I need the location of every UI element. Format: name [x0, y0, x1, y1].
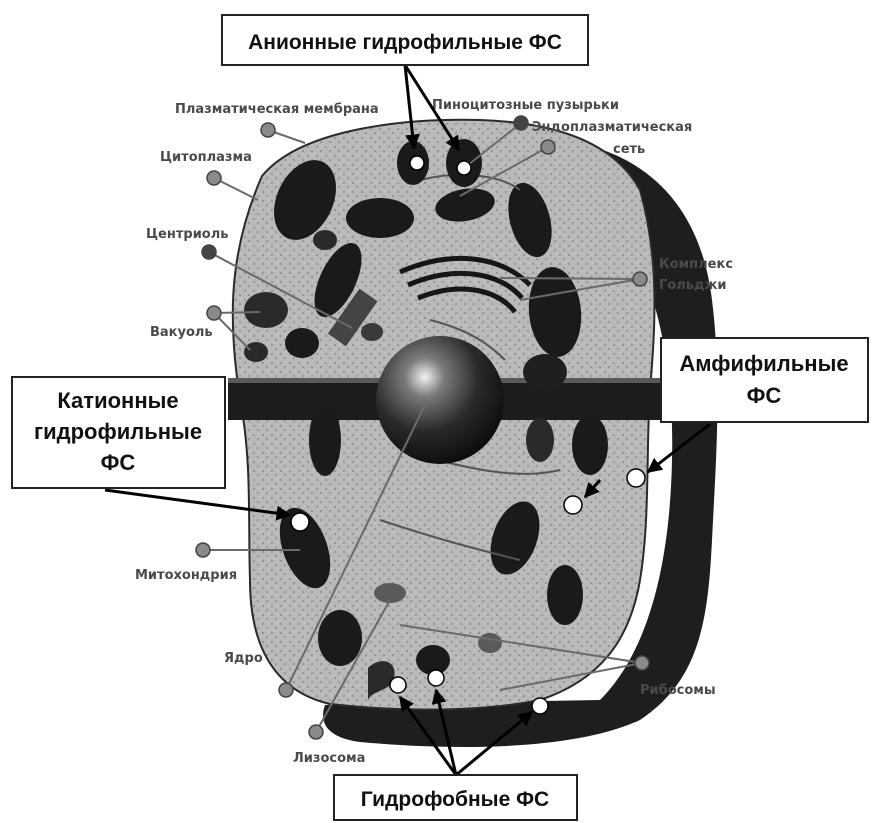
- marker-plasma-membrane: [261, 123, 275, 137]
- box-amphiphilic-line2: ФС: [747, 383, 782, 408]
- label-cytoplasm: Цитоплазма: [160, 150, 252, 165]
- marker-nucleus: [279, 683, 293, 697]
- marker-cytoplasm: [207, 171, 221, 185]
- marker-centriole: [202, 245, 216, 259]
- golgi-body: [523, 354, 567, 390]
- label-pinocytic-vesicles: Пиноцитозные пузырьки: [432, 98, 619, 113]
- anionic-marker: [457, 161, 471, 175]
- label-centriole: Центриоль: [146, 227, 228, 242]
- mitochondrion: [547, 565, 583, 625]
- box-cationic-line3: ФС: [101, 450, 136, 475]
- label-golgi-line2: Гольджи: [659, 278, 727, 293]
- hydrophobic-marker: [428, 670, 444, 686]
- label-er-line1: Эндоплазматическая: [532, 120, 692, 135]
- box-cationic-line2: гидрофильные: [34, 419, 202, 444]
- hydrophobic-marker: [532, 698, 548, 714]
- label-nucleus: Ядро: [224, 651, 263, 666]
- label-ribosomes: Рибосомы: [640, 683, 716, 698]
- hydrophobic-marker: [390, 677, 406, 693]
- mitochondrion: [526, 418, 554, 462]
- label-plasma-membrane: Плазматическая мембрана: [175, 102, 379, 117]
- mitochondrion: [346, 198, 414, 238]
- mitochondrion: [318, 610, 362, 666]
- box-anionic-text: Анионные гидрофильные ФС: [248, 31, 562, 54]
- vacuole: [313, 230, 337, 250]
- centriole: [361, 323, 383, 341]
- label-vacuole: Вакуоль: [150, 325, 213, 340]
- nucleus: [376, 336, 504, 464]
- amphiphilic-marker: [564, 496, 582, 514]
- marker-lysosome: [309, 725, 323, 739]
- lysosome: [478, 633, 502, 653]
- anionic-marker: [410, 156, 424, 170]
- marker-vacuole: [207, 306, 221, 320]
- label-er-line2: сеть: [613, 142, 645, 157]
- label-lysosome: Лизосома: [293, 751, 365, 766]
- marker-ribosomes: [635, 656, 649, 670]
- box-hydrophobic-text: Гидрофобные ФС: [361, 788, 549, 811]
- box-amphiphilic-line1: Амфифильные: [679, 351, 848, 376]
- marker-er: [541, 140, 555, 154]
- vacuole: [244, 342, 268, 362]
- leader-golgi: [500, 278, 640, 279]
- box-cationic-line1: Катионные: [57, 388, 178, 413]
- marker-pinocytic: [514, 116, 528, 130]
- marker-mitochondria: [196, 543, 210, 557]
- label-golgi-line1: Комплекс: [659, 257, 733, 272]
- mitochondrion: [572, 415, 608, 475]
- vacuole: [285, 328, 319, 358]
- marker-golgi: [633, 272, 647, 286]
- cationic-marker: [291, 513, 309, 531]
- amphiphilic-marker: [627, 469, 645, 487]
- label-mitochondria: Митохондрия: [135, 568, 237, 583]
- vacuole: [244, 292, 288, 328]
- mitochondrion: [309, 404, 341, 476]
